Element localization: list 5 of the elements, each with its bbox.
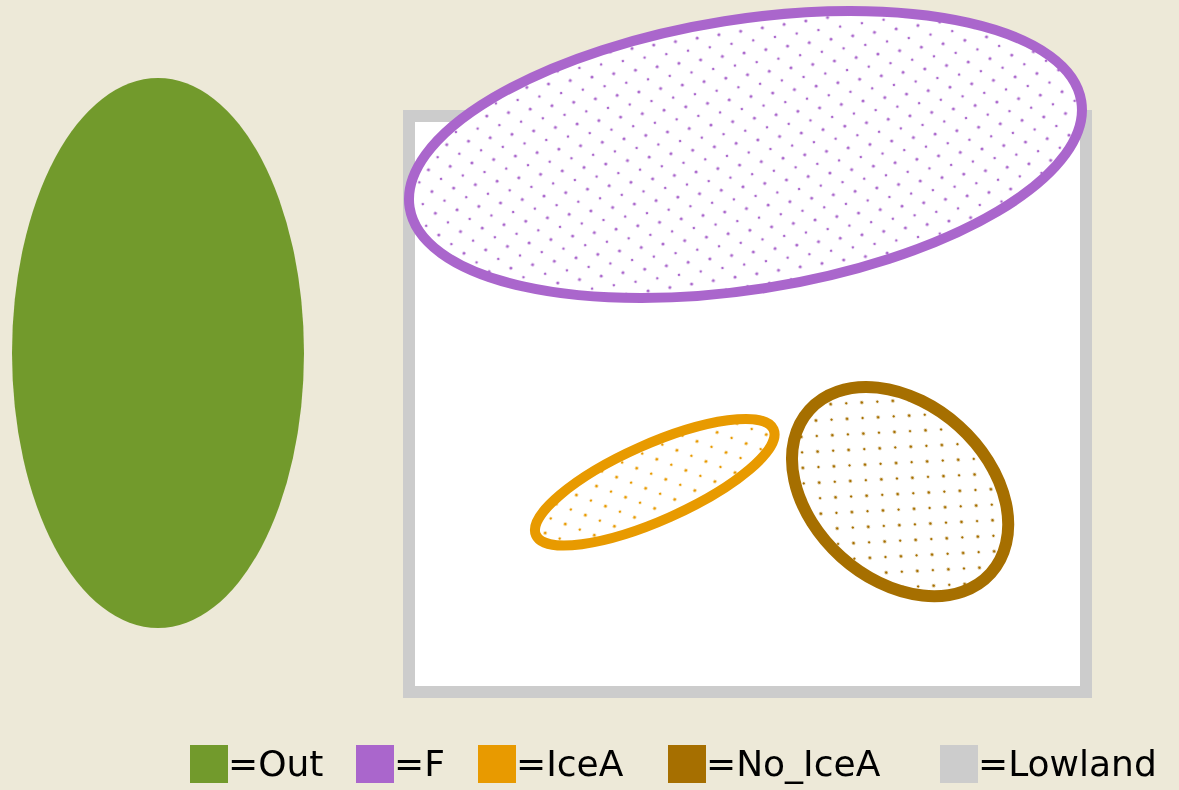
legend-label: =Lowland bbox=[978, 742, 1157, 786]
legend-label: =F bbox=[394, 742, 445, 786]
legend-label: =No_IceA bbox=[706, 742, 881, 786]
legend-label: =IceA bbox=[516, 742, 624, 786]
legend-label: =Out bbox=[228, 742, 324, 786]
